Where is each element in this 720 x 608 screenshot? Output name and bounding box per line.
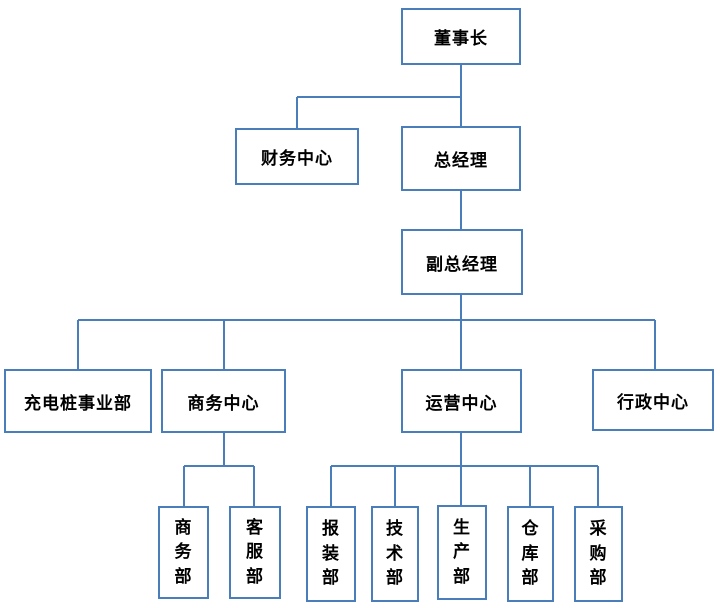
node-label: 客服部 [246,517,264,587]
node-label: 财务中心 [261,149,333,169]
node-label: 生产部 [453,517,471,587]
node-label: 行政中心 [617,392,689,413]
node-chairman: 董事长 [401,8,521,65]
node-label: 技术部 [386,519,404,589]
node-operations-center: 运营中心 [401,369,522,433]
node-business-dept: 商务部 [158,506,209,599]
node-warehouse-dept: 仓库部 [507,506,554,602]
node-label: 副总经理 [426,254,498,275]
node-label: 报装部 [322,519,340,589]
node-label: 采购部 [589,519,608,589]
node-label: 总经理 [434,151,488,171]
node-label: 商务中心 [187,393,260,414]
node-deputy-general-manager: 副总经理 [401,229,523,295]
node-general-manager: 总经理 [401,126,521,191]
node-label: 运营中心 [425,393,498,414]
node-production-dept: 生产部 [437,505,487,600]
node-label: 充电桩事业部 [24,393,132,414]
node-charging-pile-division: 充电桩事业部 [4,369,152,433]
node-admin-center: 行政中心 [592,369,714,431]
node-purchasing-dept: 采购部 [574,506,623,602]
node-label: 商务部 [174,517,193,587]
node-tech-dept: 技术部 [371,506,419,602]
node-customer-service-dept: 客服部 [229,506,281,599]
node-business-center: 商务中心 [161,369,286,433]
node-label: 董事长 [434,29,488,49]
node-label: 仓库部 [521,519,540,589]
node-finance-center: 财务中心 [235,128,359,185]
node-declaration-dept: 报装部 [306,506,356,602]
